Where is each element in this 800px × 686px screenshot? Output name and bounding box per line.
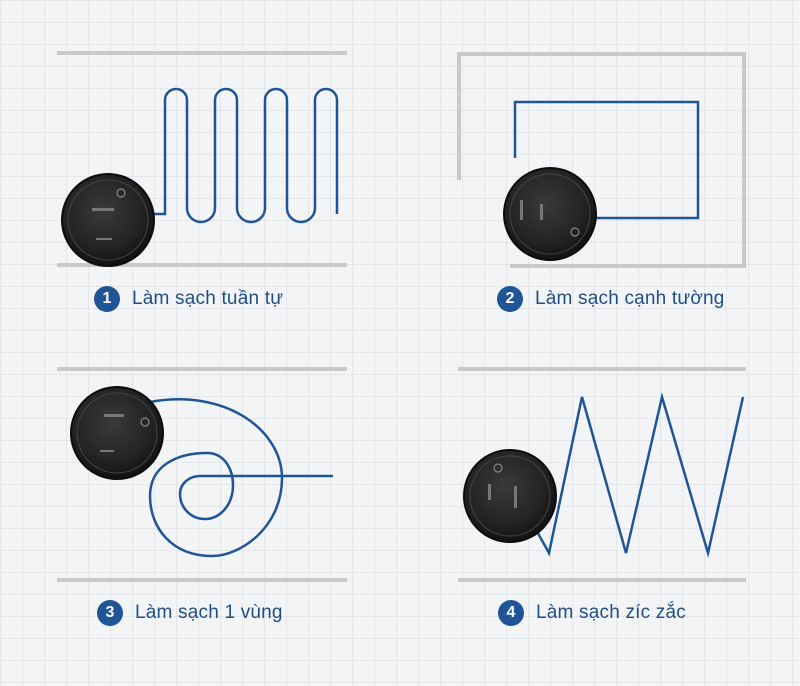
caption-sequential: 1 Làm sạch tuần tự (94, 284, 283, 314)
caption-wall-edge: 2 Làm sạch cạnh tường (497, 284, 725, 314)
wall-edge-path-icon (513, 100, 700, 220)
wall-frame (457, 52, 746, 268)
step-badge: 4 (498, 600, 524, 626)
step-badge: 3 (97, 600, 123, 626)
step-badge: 2 (497, 286, 523, 312)
panel-zigzag (458, 367, 746, 582)
mode-label: Làm sạch 1 vùng (135, 602, 283, 623)
panel-spot (57, 367, 347, 582)
zigzag-path-icon (533, 392, 745, 558)
robot-vacuum-icon (503, 167, 597, 261)
robot-vacuum-icon (463, 449, 557, 543)
mode-label: Làm sạch zíc zắc (536, 602, 686, 623)
robot-vacuum-icon (70, 386, 164, 480)
mode-label: Làm sạch tuần tự (132, 288, 284, 309)
panel-sequential (57, 51, 347, 267)
sequential-path-icon (150, 87, 339, 224)
panel-wall-edge (457, 52, 746, 268)
step-badge: 1 (94, 286, 120, 312)
robot-vacuum-icon (61, 173, 155, 267)
mode-label: Làm sạch cạnh tường (535, 288, 725, 309)
caption-zigzag: 4 Làm sạch zíc zắc (498, 598, 686, 628)
spiral-spot-path-icon (148, 398, 333, 558)
caption-spot: 3 Làm sạch 1 vùng (97, 598, 283, 628)
